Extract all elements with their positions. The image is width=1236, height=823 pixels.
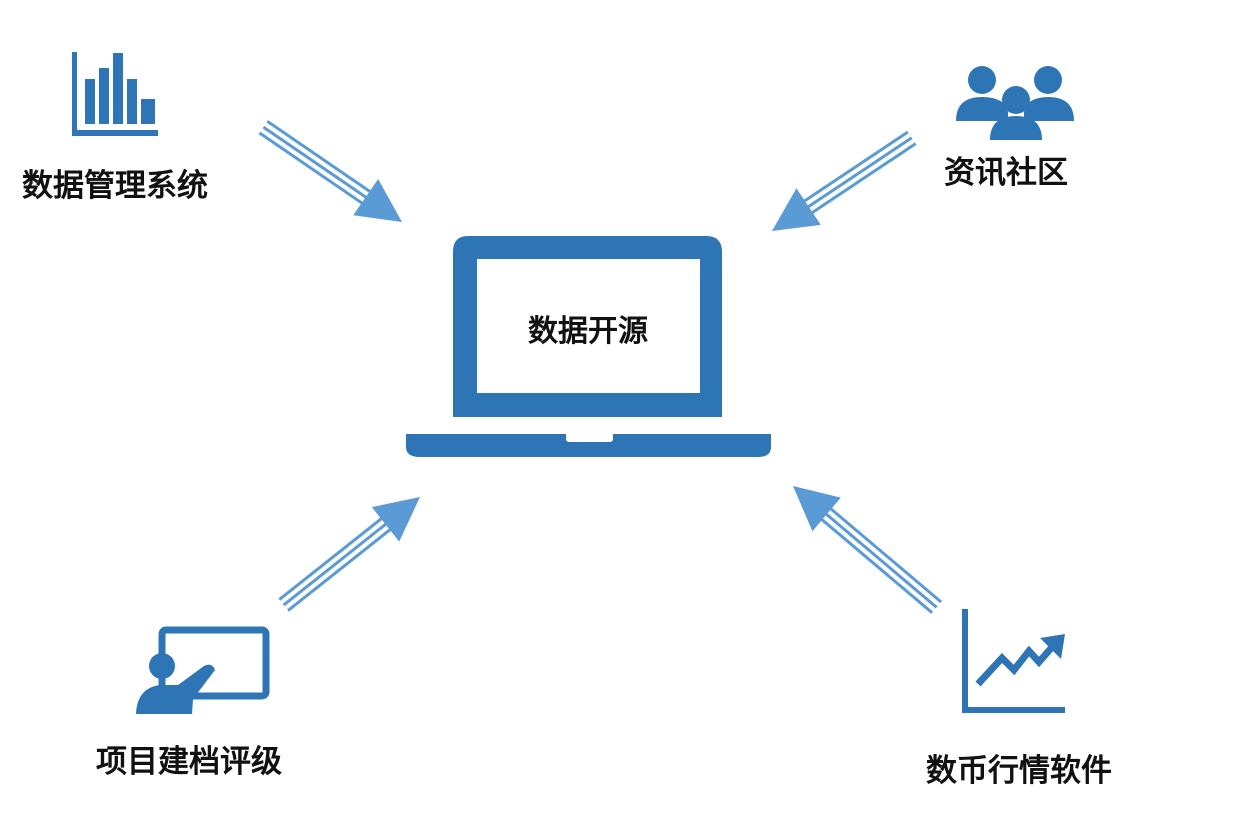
- people-icon: [956, 66, 1074, 140]
- laptop-screen-frame: [453, 236, 722, 417]
- laptop-icon: [406, 236, 771, 457]
- node-label-market-software: 数币行情软件: [926, 753, 1112, 789]
- arrow-top-right: [772, 130, 917, 231]
- arrow-bottom-left: [278, 497, 420, 612]
- node-label-data-mgmt: 数据管理系统: [22, 168, 208, 204]
- node-label-project-rating: 项目建档评级: [96, 744, 282, 780]
- arrow-top-left: [258, 120, 402, 222]
- bar-chart-icon: [72, 52, 158, 136]
- center-label: 数据开源: [528, 314, 648, 349]
- arrow-bottom-right: [793, 486, 943, 614]
- node-label-community: 资讯社区: [944, 155, 1068, 191]
- presenter-icon: [136, 626, 270, 714]
- trend-line-icon: [962, 609, 1065, 713]
- laptop-base: [406, 434, 771, 457]
